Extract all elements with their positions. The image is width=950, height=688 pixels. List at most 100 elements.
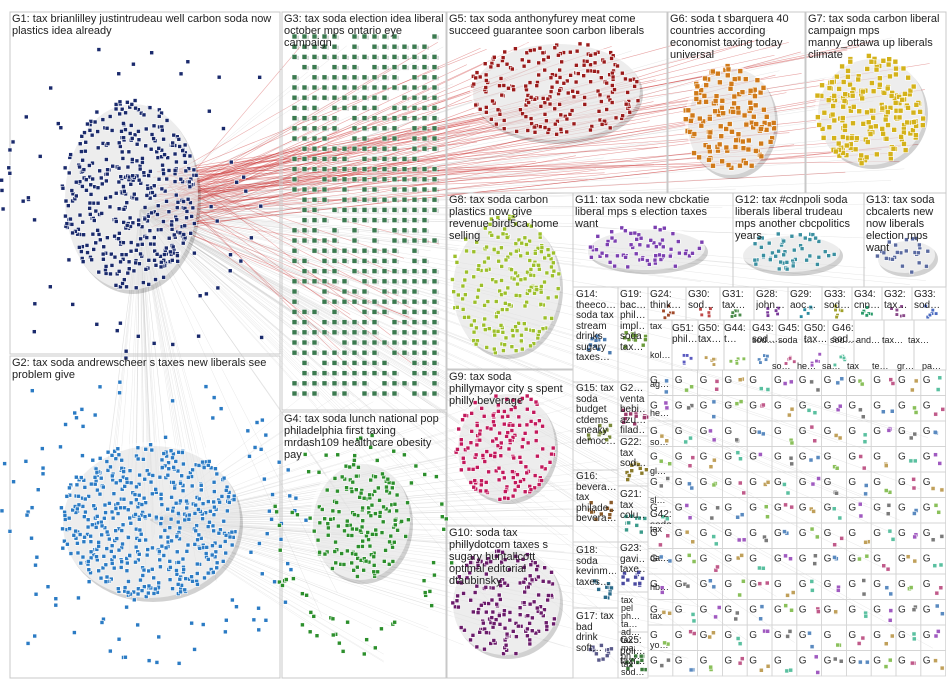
node	[134, 158, 140, 164]
group-box-small-label: G	[650, 401, 658, 412]
node	[711, 437, 717, 443]
node	[741, 490, 746, 496]
node	[431, 105, 438, 111]
node	[113, 106, 119, 112]
node	[586, 432, 591, 438]
node	[376, 485, 381, 491]
node	[227, 534, 233, 540]
node	[910, 109, 917, 116]
node	[489, 216, 494, 222]
node	[195, 582, 200, 587]
node	[161, 553, 167, 558]
group-box-small-label: G	[898, 452, 906, 463]
node	[427, 589, 433, 594]
node	[520, 556, 526, 562]
group-box-small-label: G	[824, 630, 832, 641]
node	[509, 428, 515, 433]
node	[138, 577, 143, 583]
edge	[149, 519, 689, 659]
node	[829, 111, 836, 118]
edge	[139, 209, 687, 301]
node	[502, 226, 507, 232]
node	[212, 504, 217, 510]
node	[799, 246, 805, 251]
node	[192, 542, 198, 547]
node	[62, 513, 68, 518]
node	[60, 545, 66, 551]
node	[401, 84, 408, 91]
node	[482, 327, 488, 332]
node	[458, 437, 464, 442]
node	[536, 262, 541, 268]
edge	[139, 209, 464, 530]
node	[132, 132, 138, 138]
edge	[139, 209, 491, 603]
node	[567, 112, 573, 117]
node	[940, 611, 945, 616]
node	[75, 506, 80, 512]
node	[216, 530, 222, 536]
node	[507, 567, 512, 572]
node	[113, 190, 119, 196]
node	[684, 503, 690, 508]
group-box-small-label: G	[923, 579, 931, 590]
node	[291, 309, 298, 315]
node	[391, 186, 398, 193]
node	[502, 342, 507, 348]
node	[891, 126, 897, 133]
node	[411, 288, 418, 295]
node	[497, 579, 503, 584]
node	[115, 586, 121, 592]
node	[659, 585, 665, 590]
node	[474, 583, 480, 589]
group-box-small-label: G	[799, 477, 807, 488]
node	[399, 519, 404, 524]
node	[380, 471, 385, 477]
node	[168, 565, 173, 570]
node	[301, 64, 308, 70]
node	[909, 269, 915, 275]
node	[321, 380, 328, 387]
node	[351, 74, 358, 81]
node	[141, 567, 147, 573]
node	[301, 339, 308, 346]
node	[468, 440, 474, 445]
node	[936, 629, 941, 634]
node	[277, 547, 283, 553]
node	[136, 492, 142, 498]
group-box-small-label: G	[700, 401, 708, 412]
node	[886, 503, 892, 508]
node	[211, 479, 217, 485]
edge	[183, 149, 882, 184]
node	[626, 337, 632, 342]
group-box-small	[827, 319, 855, 371]
node	[401, 156, 408, 162]
node	[604, 653, 610, 658]
node	[728, 359, 733, 364]
node	[748, 105, 754, 112]
node	[623, 514, 629, 519]
node	[200, 459, 205, 465]
node	[698, 87, 704, 93]
node	[607, 434, 612, 440]
node	[341, 166, 348, 172]
node	[707, 313, 712, 318]
node	[648, 237, 654, 243]
node	[411, 247, 418, 254]
node	[136, 222, 141, 227]
group-box-small-label: G	[774, 605, 782, 616]
node	[114, 536, 120, 541]
edge	[160, 144, 907, 228]
node	[658, 257, 664, 262]
node	[116, 206, 122, 211]
node	[894, 307, 899, 313]
node	[128, 480, 134, 486]
node	[457, 574, 462, 580]
node	[351, 288, 358, 295]
node	[272, 504, 278, 509]
group-box-small-label: G	[824, 605, 832, 616]
node	[34, 554, 40, 560]
node	[525, 250, 530, 256]
node	[361, 278, 368, 285]
node	[753, 261, 759, 267]
